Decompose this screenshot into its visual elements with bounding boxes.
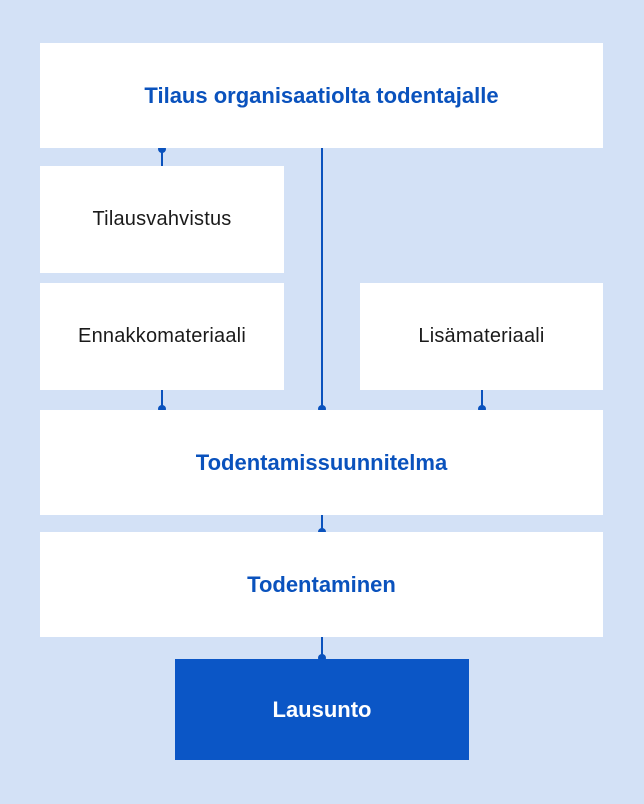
node-statement-label: Lausunto bbox=[272, 696, 372, 722]
node-additional-material-label: Lisämateriaali bbox=[418, 325, 545, 347]
node-order-label: Tilaus organisaatiolta todentajalle bbox=[144, 82, 499, 108]
node-confirmation: Tilausvahvistus bbox=[40, 166, 284, 273]
node-statement: Lausunto bbox=[175, 659, 469, 760]
node-verification-label: Todentaminen bbox=[247, 571, 396, 597]
node-pre-material: Ennakkomateriaali bbox=[40, 283, 284, 390]
node-plan: Todentamissuunnitelma bbox=[40, 410, 603, 515]
node-plan-label: Todentamissuunnitelma bbox=[195, 449, 448, 475]
node-order: Tilaus organisaatiolta todentajalle bbox=[40, 43, 603, 148]
node-confirmation-label: Tilausvahvistus bbox=[92, 208, 232, 230]
node-pre-material-label: Ennakkomateriaali bbox=[78, 325, 246, 347]
node-verification: Todentaminen bbox=[40, 532, 603, 637]
node-additional-material: Lisämateriaali bbox=[360, 283, 603, 390]
